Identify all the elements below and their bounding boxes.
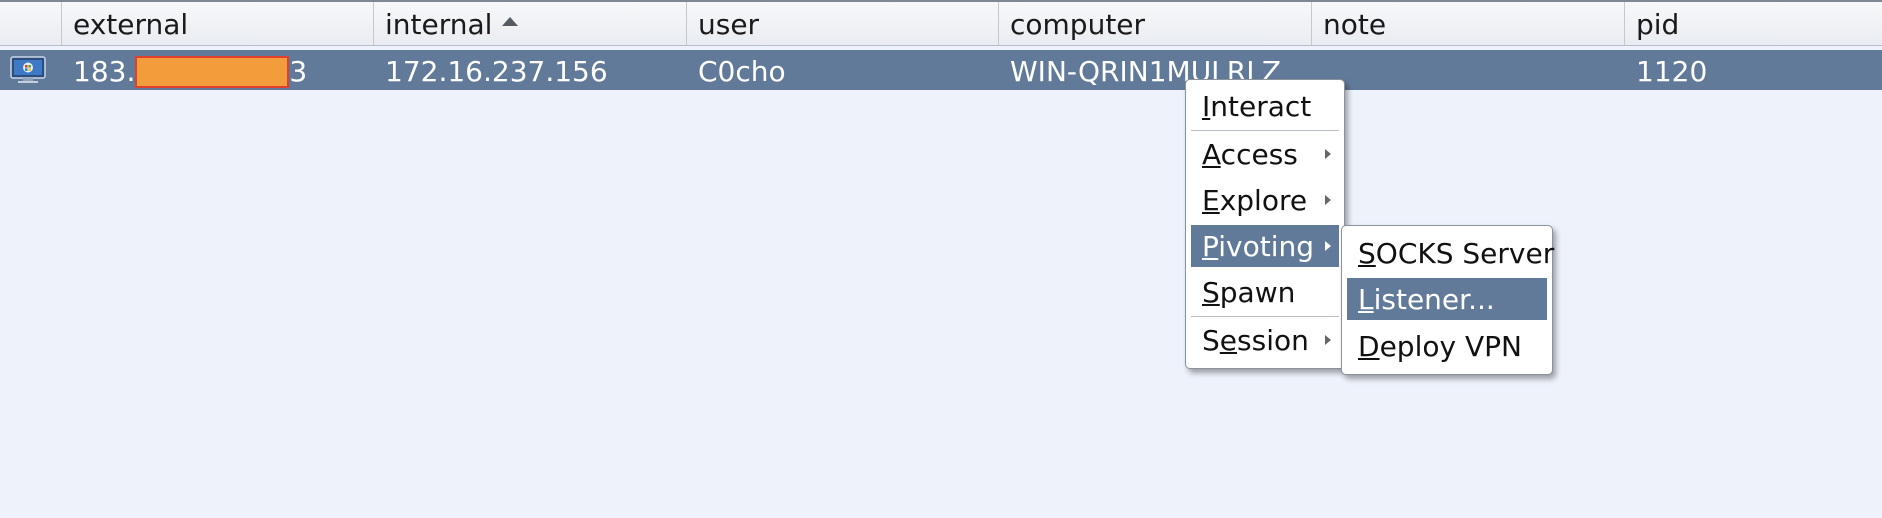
table-header: external internal user computer note pid (0, 2, 1882, 46)
column-header-user[interactable]: user (687, 2, 999, 45)
menu-item-listener[interactable]: Listener... (1347, 278, 1547, 320)
pivoting-submenu: SOCKS Server Listener... Deploy VPN (1341, 225, 1554, 375)
column-header-note[interactable]: note (1312, 2, 1625, 45)
sort-ascending-icon (502, 17, 519, 26)
menu-item-label: istener... (1373, 283, 1495, 316)
column-header-external[interactable]: external (62, 2, 374, 45)
column-header-label: note (1323, 8, 1387, 41)
menu-item-label: ivoting (1218, 230, 1315, 263)
cell-note (1312, 50, 1625, 90)
menu-item-socks-server[interactable]: SOCKS Server (1347, 232, 1554, 274)
table-row[interactable]: 183.3 172.16.237.156 C0cho WIN-QRIN1MULR… (0, 50, 1882, 90)
cell-user: C0cho (698, 55, 786, 88)
menu-item-label: ccess (1220, 138, 1298, 171)
mnemonic: e (1219, 324, 1238, 357)
menu-item-deploy-vpn[interactable]: Deploy VPN (1347, 325, 1547, 367)
mnemonic: P (1202, 230, 1219, 263)
submenu-arrow-icon (1325, 241, 1331, 251)
column-header-computer[interactable]: computer (999, 2, 1312, 45)
redaction-box (135, 56, 290, 88)
column-header-label: computer (1010, 8, 1146, 41)
mnemonic: S (1202, 276, 1220, 309)
mnemonic: D (1358, 330, 1380, 363)
column-header-icon[interactable] (0, 2, 62, 45)
menu-item-label: S (1202, 324, 1220, 357)
menu-separator (1191, 130, 1339, 131)
submenu-arrow-icon (1325, 195, 1331, 205)
column-header-label: external (73, 8, 189, 41)
menu-item-pivoting[interactable]: Pivoting (1191, 225, 1339, 267)
windows-monitor-icon (10, 56, 46, 83)
external-ip-suffix: 3 (289, 55, 308, 88)
menu-item-label: pawn (1219, 276, 1296, 309)
mnemonic: S (1358, 237, 1376, 270)
submenu-arrow-icon (1325, 335, 1331, 345)
cell-pid: 1120 (1636, 55, 1708, 88)
menu-item-session[interactable]: Session (1191, 319, 1339, 361)
menu-item-spawn[interactable]: Spawn (1191, 271, 1339, 313)
menu-item-label: OCKS Server (1375, 237, 1555, 270)
mnemonic: I (1202, 90, 1211, 123)
menu-item-explore[interactable]: Explore (1191, 179, 1339, 221)
column-header-label: user (698, 8, 760, 41)
column-header-label: internal (385, 8, 493, 41)
context-menu: Interact Access Explore Pivoting Spawn S… (1185, 79, 1345, 369)
submenu-arrow-icon (1325, 149, 1331, 159)
cell-internal: 172.16.237.156 (385, 55, 608, 88)
menu-item-label: nteract (1210, 90, 1312, 123)
menu-item-access[interactable]: Access (1191, 133, 1339, 175)
mnemonic: L (1358, 283, 1374, 316)
cell-external: 183.3 (62, 50, 374, 90)
menu-item-label: xplore (1219, 184, 1308, 217)
menu-item-label: eploy VPN (1379, 330, 1522, 363)
menu-item-interact[interactable]: Interact (1191, 85, 1339, 127)
menu-separator (1191, 316, 1339, 317)
external-ip-prefix: 183. (73, 55, 136, 88)
menu-item-label: ssion (1237, 324, 1309, 357)
column-header-internal[interactable]: internal (374, 2, 687, 45)
column-header-label: pid (1636, 8, 1680, 41)
mnemonic: A (1202, 138, 1221, 171)
column-header-pid[interactable]: pid (1625, 2, 1882, 45)
mnemonic: E (1202, 184, 1220, 217)
